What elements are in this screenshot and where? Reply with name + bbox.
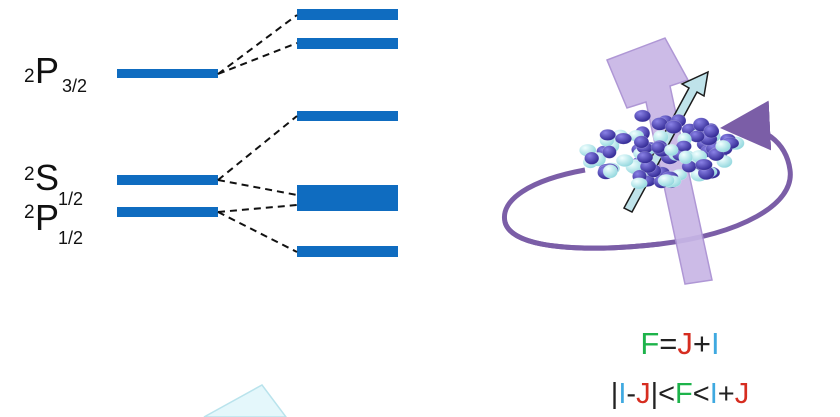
level-label-p12: 2 P 1/2 [24,197,83,248]
formula-symbol: J [636,378,651,410]
formula-symbol: I [618,378,627,410]
nucleon [689,130,705,143]
nucleon [615,154,634,168]
nucleon [678,150,694,165]
nucleon [650,141,666,154]
nucleon [614,132,633,145]
coupling-inequality: |I-J|<F<I+J [560,378,800,411]
formula-symbol: < [692,378,710,410]
orbit-front [502,221,661,251]
level-bar-p12 [117,207,218,217]
nucleon [715,140,731,153]
splitting-connectors [217,14,298,253]
formula-symbol: - [626,378,637,410]
nucleon [602,145,617,159]
formula-symbol: J [677,326,693,361]
nucleon [633,109,651,123]
hyperfine-bar [297,38,398,49]
formula-symbol: J [734,378,750,410]
nucleon [602,164,619,179]
level-bar-s12 [117,175,218,185]
formula-symbol: |< [650,378,676,410]
formula-symbol: = [659,326,678,361]
formula-symbol: F [640,326,660,361]
level-bar-p32 [117,69,218,78]
formula-symbol: I [709,378,718,410]
formula-symbol: I [711,326,720,361]
hyperfine-bar [297,246,398,257]
nucleon [584,151,600,165]
nucleon [695,158,713,171]
coupling-formula: F=J+I [560,326,800,362]
hyperfine-bar [297,111,398,121]
formula-symbol: F [675,378,693,410]
nucleon [663,143,679,157]
level-label-p32: 2 P 3/2 [24,50,87,96]
hyperfine-bar [297,185,398,211]
light-arrow-icon [203,384,287,417]
hyperfine-bar [297,9,398,20]
nucleon [657,174,675,187]
nucleus-icon [578,109,745,190]
nucleon [630,177,648,190]
formula-symbol: + [692,326,712,361]
nucleon [703,124,720,139]
nucleon [636,151,654,164]
formula-symbol: | [610,378,619,410]
nucleon [664,120,683,134]
nucleon [599,128,617,141]
nucleon [633,135,650,149]
level-label-s12: 2 S 1/2 [24,157,83,209]
formula-symbol: + [717,378,735,410]
